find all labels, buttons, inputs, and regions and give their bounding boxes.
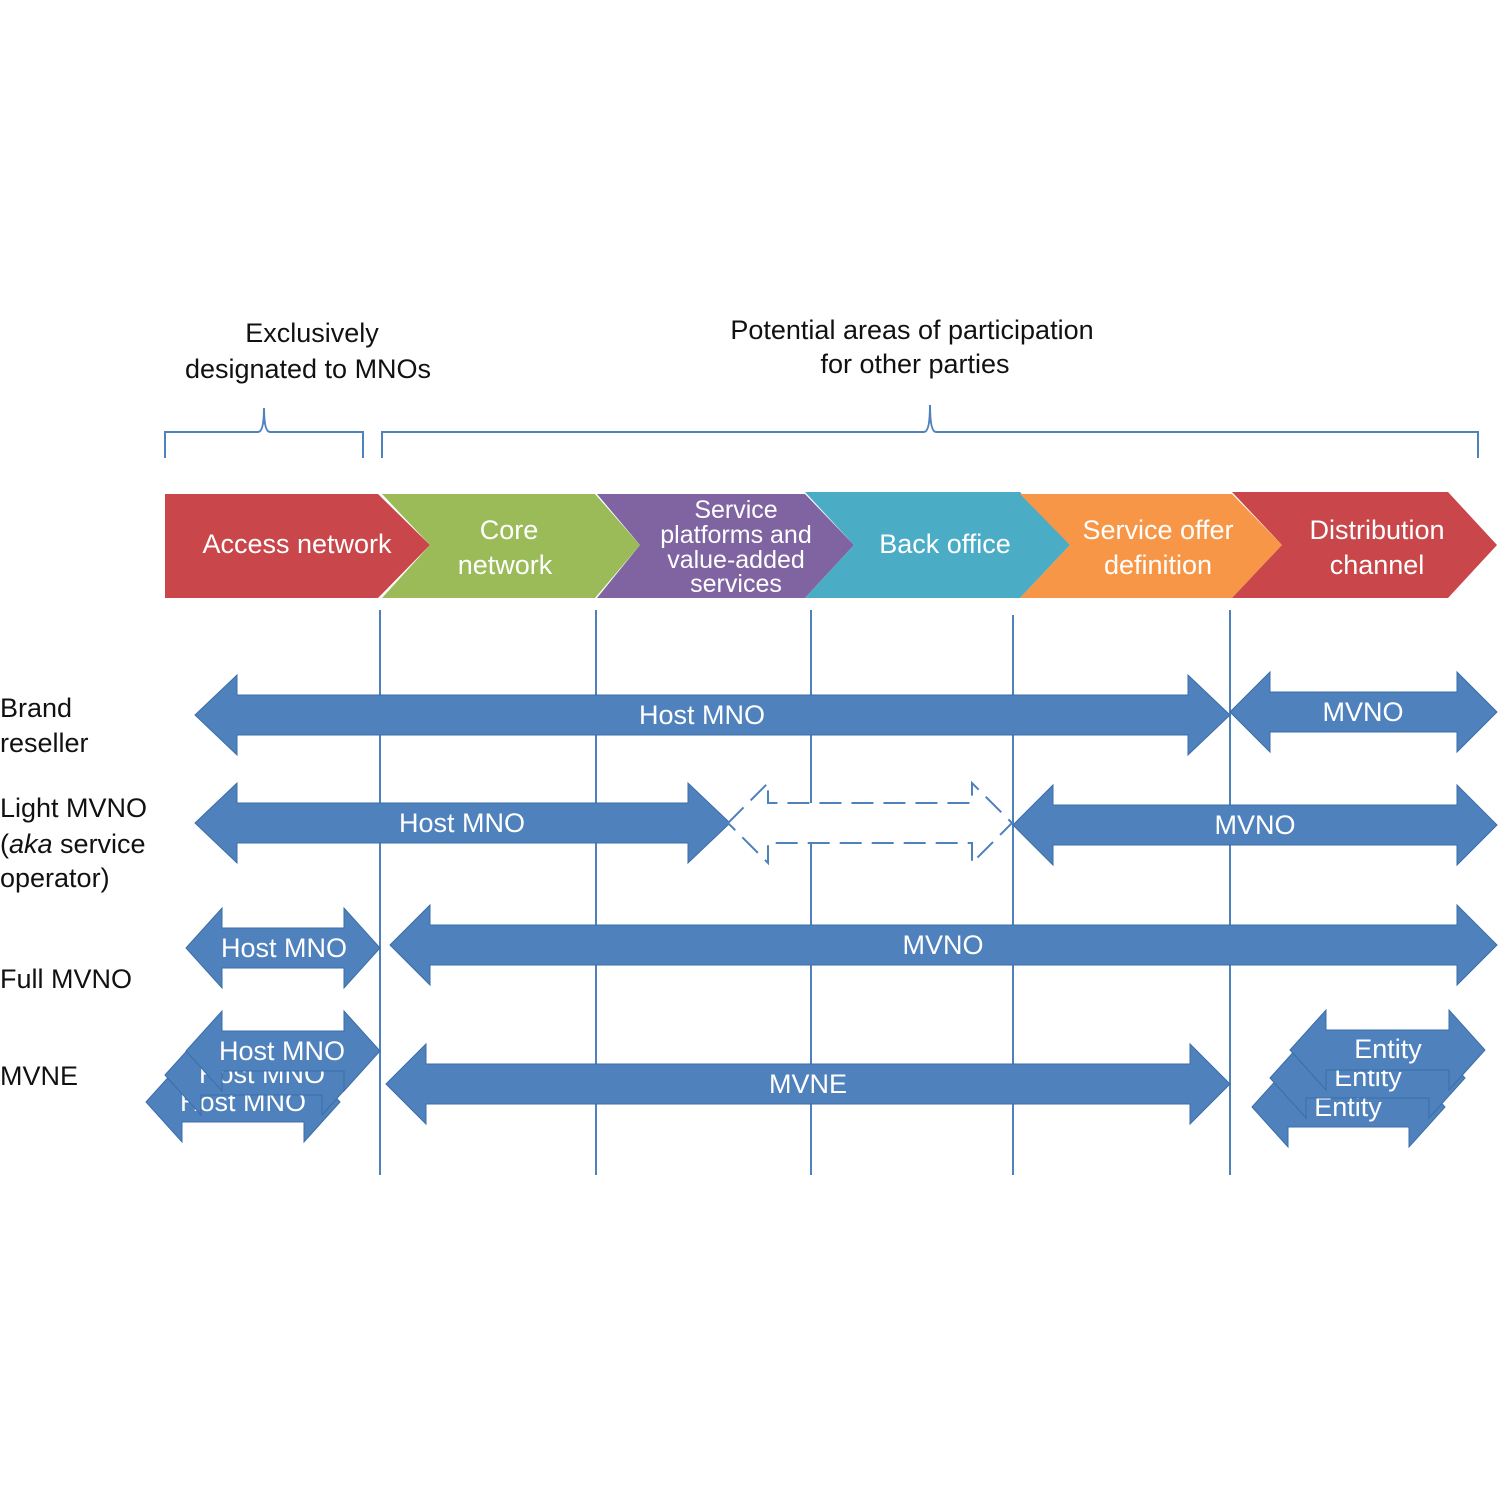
row-label-light-mvno-line3: operator) xyxy=(0,863,110,893)
row-label-mvne: MVNE xyxy=(0,1061,78,1091)
arrow-label-host-mno: Host MNO xyxy=(219,1036,345,1066)
arrow-host-mno xyxy=(185,906,381,990)
arrow-label-host-mno: Host MNO xyxy=(399,808,525,838)
header-right-line1: Potential areas of participation xyxy=(730,315,1093,345)
role-arrows: Host MNO MVNO Host MNO MVNO Host MNO MVNO Host… xyxy=(145,670,1498,1149)
chain-label-service-line2: platforms and xyxy=(660,521,811,549)
chain-label-distribution-line1: Distribution xyxy=(1309,515,1444,545)
row-label-light-mvno-line2: (aka service xyxy=(0,829,146,859)
row-label-light-mvno-italic: aka xyxy=(9,829,53,859)
header-right-line2: for other parties xyxy=(820,349,1009,379)
arrow-label-entity: Entity xyxy=(1354,1034,1422,1064)
row-label-brand-reseller-line1: Brand xyxy=(0,693,72,723)
brace-left xyxy=(164,407,364,458)
chain-segment-core-network xyxy=(382,494,640,598)
arrow-mvne xyxy=(385,1042,1231,1126)
chain-label-access-network: Access network xyxy=(202,529,392,559)
arrow-mvno xyxy=(1012,783,1498,867)
arrow-label-host-mno: Host MNO xyxy=(221,933,347,963)
chain-label-service-offer-line2: definition xyxy=(1104,550,1212,580)
arrow-mvno xyxy=(389,903,1498,987)
arrow-label-mvno: MVNO xyxy=(1323,697,1404,727)
arrow-entity-stack xyxy=(1289,1008,1486,1092)
arrow-host-mno-stack xyxy=(185,1009,381,1093)
value-chain: Access network Core network Service plat… xyxy=(165,492,1497,598)
chain-label-distribution-line2: channel xyxy=(1330,550,1425,580)
arrow-label-host-mno: Host MNO xyxy=(639,700,765,730)
chain-label-core-line2: network xyxy=(458,550,553,580)
header-left-line1: Exclusively xyxy=(245,318,379,348)
chain-label-service-line1: Service xyxy=(694,496,777,524)
arrow-label-mvno: MVNO xyxy=(1215,810,1296,840)
chain-segment-access-network xyxy=(165,494,430,598)
row-label-light-mvno-line1: Light MVNO xyxy=(0,793,147,823)
arrow-label-mvne: MVNE xyxy=(769,1069,847,1099)
header-left-line2: designated to MNOs xyxy=(185,354,431,384)
arrow-host-mno xyxy=(194,673,1231,757)
chain-label-service-offer-line1: Service offer xyxy=(1082,515,1233,545)
chain-label-service-line3: value-added xyxy=(667,546,805,574)
chain-label-service-line4: services xyxy=(690,570,782,598)
arrow-label-mvno: MVNO xyxy=(903,930,984,960)
chain-segment-service-platforms xyxy=(597,494,854,598)
row-label-full-mvno: Full MVNO xyxy=(0,964,132,994)
chain-label-back-office: Back office xyxy=(879,529,1011,559)
row-label-brand-reseller-line2: reseller xyxy=(0,728,89,758)
chain-segment-service-offer xyxy=(1020,494,1282,598)
brace-right xyxy=(381,404,1479,458)
arrow-mvno xyxy=(1229,670,1498,754)
chain-segment-back-office xyxy=(805,492,1070,598)
chain-label-core-line1: Core xyxy=(480,515,539,545)
chain-segment-distribution-channel xyxy=(1232,492,1497,598)
arrow-optional-dashed xyxy=(726,780,1014,866)
